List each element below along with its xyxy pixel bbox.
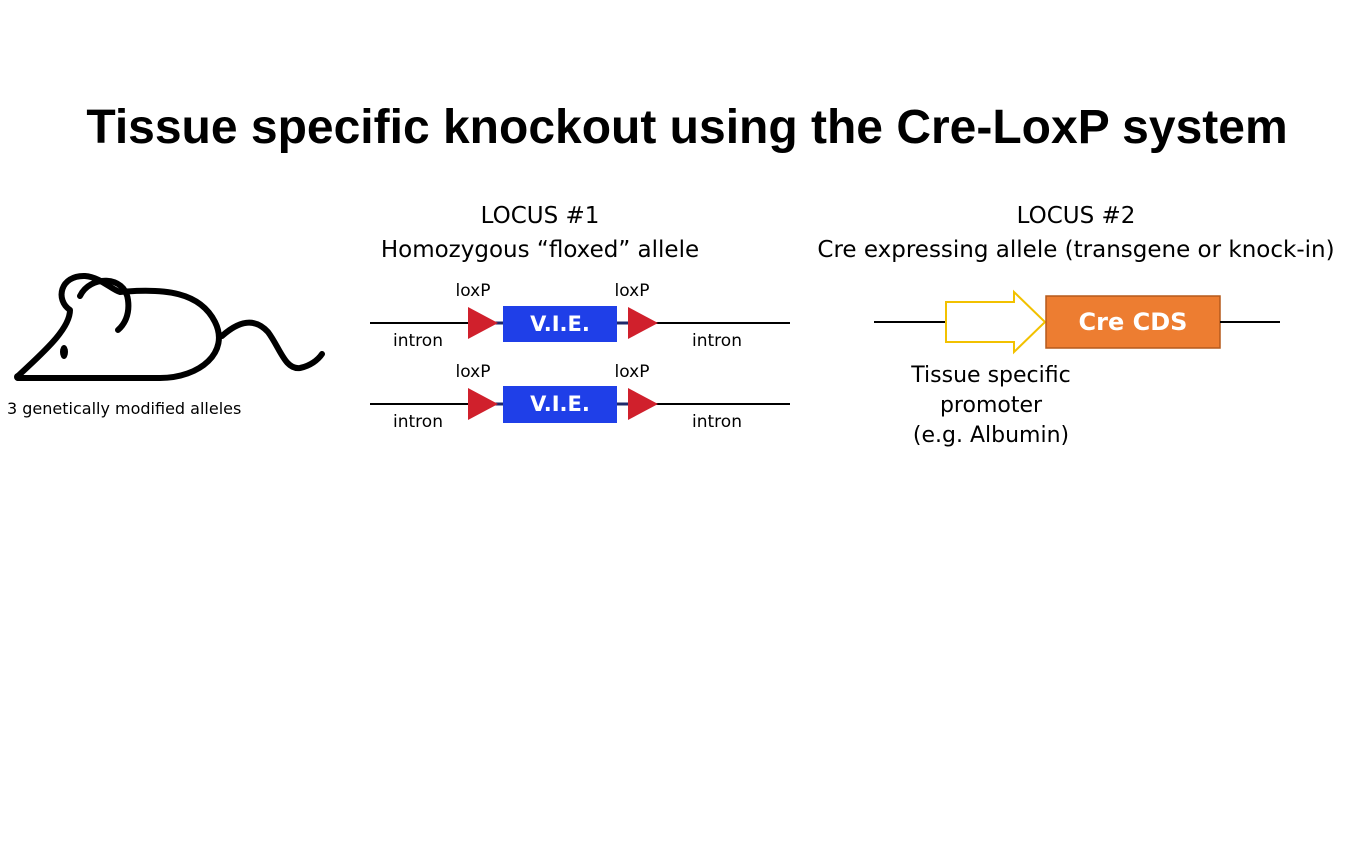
floxed-allele-1 [370, 306, 790, 342]
promoter-caption-line-1: Tissue specific [911, 363, 1071, 388]
vie-label-2: V.I.E. [530, 392, 590, 416]
mouse-nose-icon [14, 373, 22, 381]
cre-allele [874, 289, 1280, 355]
promoter-caption-line-2: promoter [939, 393, 1043, 418]
loxp-right-triangle [628, 388, 658, 420]
vie-box [503, 306, 617, 342]
loxp-left-triangle [468, 388, 498, 420]
mouse-icon [14, 272, 325, 381]
loxp-left-triangle [468, 307, 498, 339]
loxp-label-left-2: loxP [455, 362, 491, 382]
intron-label-left-1: intron [393, 331, 443, 351]
promoter-caption-line-3: (e.g. Albumin) [912, 423, 1070, 448]
loxp-right-triangle [628, 307, 658, 339]
intron-label-left-2: intron [393, 412, 443, 432]
cre-cds-box [1045, 295, 1221, 349]
mouse-caption: 3 genetically modified alleles [7, 399, 242, 418]
floxed-allele-2 [370, 386, 790, 423]
locus1-subheading: Homozygous “floxed” allele [380, 237, 700, 263]
intron-label-right-2: intron [692, 412, 742, 432]
promoter-arrow-icon [945, 289, 1047, 355]
intron-label-right-1: intron [692, 331, 742, 351]
slide-title: Tissue specific knockout using the Cre-L… [86, 101, 1288, 154]
mouse-eye-icon [60, 345, 68, 359]
locus2-heading: LOCUS #2 [1016, 203, 1136, 229]
loxp-label-left-1: loxP [455, 281, 491, 301]
loxp-label-right-2: loxP [614, 362, 650, 382]
vie-box [503, 386, 617, 423]
locus1-heading: LOCUS #1 [480, 203, 600, 229]
vie-label-1: V.I.E. [530, 312, 590, 336]
cre-cds-label: Cre CDS [1078, 308, 1188, 336]
locus2-subheading: Cre expressing allele (transgene or knoc… [817, 237, 1335, 263]
loxp-label-right-1: loxP [614, 281, 650, 301]
